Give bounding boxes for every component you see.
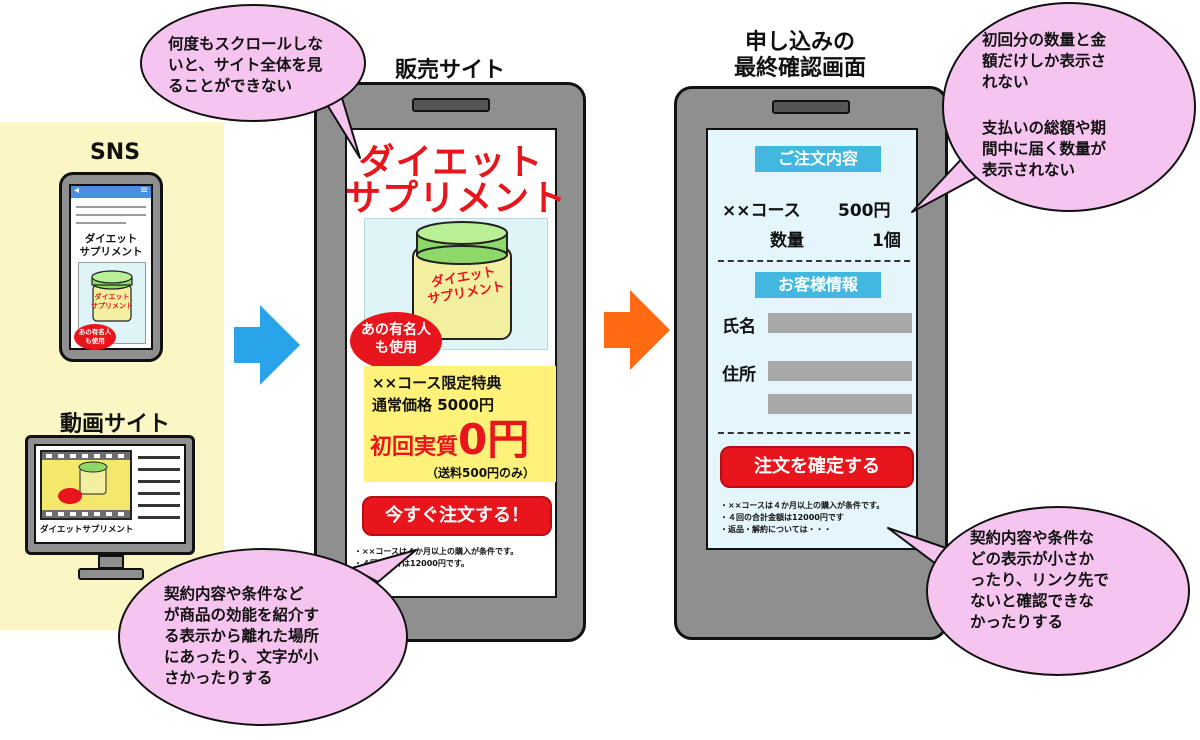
shop-note-2: ・４回の合計は12000円です。 <box>354 559 470 568</box>
text-line <box>76 222 126 224</box>
order-details-heading: ご注文内容 <box>755 146 881 172</box>
order-now-button[interactable]: 今すぐ注文する！ <box>362 496 552 536</box>
callout-amount <box>942 2 1196 212</box>
sns-title: SNS <box>89 140 141 165</box>
course-price: 500円 <box>838 201 891 221</box>
address-field-1[interactable] <box>768 361 912 381</box>
callout-scroll-text: 何度もスクロールしな いと、サイト全体を見 ることができない <box>168 35 324 95</box>
monitor-stand <box>78 568 144 580</box>
promo-price-zero: 0円 <box>458 415 530 464</box>
text-line <box>76 214 146 216</box>
promo-line-2: 通常価格 5000円 <box>372 396 494 414</box>
film-strip-icon <box>42 452 130 518</box>
sns-product-name: ダイエット サプリメント <box>79 233 143 258</box>
address-label: 住所 <box>722 365 756 385</box>
celebrity-badge: あの有名人 も使用 <box>350 312 442 370</box>
address-field-2[interactable] <box>768 394 912 414</box>
callout-amount-text: 初回分の数量と金 額だけしか表示さ れない <box>982 31 1107 91</box>
menu-icon: ≡ <box>140 185 149 196</box>
confirm-note-3: ・返品・解約については・・・ <box>720 525 832 534</box>
phone-speaker <box>412 98 490 112</box>
text-line <box>76 206 146 208</box>
promo-box <box>364 366 556 482</box>
confirm-note-2: ・４回の合計金額は12000円です <box>720 513 844 522</box>
supplement-jar-icon: ダイエット サプリメント <box>91 270 133 322</box>
shop-headline-1: ダイエット <box>358 142 544 183</box>
arrow-right-icon <box>234 305 300 385</box>
name-field[interactable] <box>768 313 912 333</box>
name-label: 氏名 <box>722 317 756 337</box>
video-sidebar-list <box>138 456 180 528</box>
callout-terms-confirm <box>926 506 1190 676</box>
confirm-title-1: 申し込みの <box>744 30 855 55</box>
callout-terms-shop <box>118 548 408 726</box>
supplement-jar-icon <box>412 221 512 340</box>
callout-terms-shop-text: 契約内容や条件など が商品の効能を紹介す る表示から離れた場所 にあったり、文字… <box>164 585 320 687</box>
video-player[interactable] <box>40 450 132 520</box>
confirm-title-2: 最終確認画面 <box>733 56 866 81</box>
promo-shipping: （送料500円のみ） <box>426 466 536 480</box>
sns-celebrity-badge: あの有名人 も使用 <box>74 324 116 350</box>
promo-price: 初回実質0円 <box>370 419 529 461</box>
promo-price-prefix: 初回実質 <box>370 435 459 460</box>
shop-title: 販売サイト <box>394 58 505 83</box>
quantity-value: 1個 <box>872 231 901 251</box>
promo-line-1: ××コース限定特典 <box>372 374 502 392</box>
callout-scroll <box>140 4 366 122</box>
confirm-note-1: ・××コースは４か月以上の購入が条件です。 <box>720 501 885 510</box>
svg-text:ダイエット: ダイエット <box>95 292 130 301</box>
back-icon: ◂ <box>74 185 80 196</box>
callout-total-text: 支払いの総額や期 間中に届く数量が 表示されない <box>982 119 1107 179</box>
shop-headline-2: サプリメント <box>345 178 568 219</box>
divider <box>718 432 910 434</box>
confirm-order-button[interactable]: 注文を確定する <box>720 446 914 488</box>
phone-speaker <box>772 100 850 114</box>
course-label: ××コース <box>722 201 801 221</box>
sns-header-bar <box>71 186 151 198</box>
quantity-label: 数量 <box>770 231 804 251</box>
video-title: 動画サイト <box>59 412 170 437</box>
svg-text:サプリメント: サプリメント <box>91 301 133 310</box>
customer-info-heading: お客様情報 <box>755 272 881 298</box>
arrow-right-icon <box>604 290 670 370</box>
shop-note-1: ・××コースは４か月以上の購入が条件です。 <box>354 547 519 556</box>
divider <box>718 260 910 262</box>
video-caption: ダイエットサプリメント <box>40 525 134 535</box>
callout-terms-confirm-text: 契約内容や条件な どの表示が小さか ったり、リンク先で ないと確認できな かった… <box>970 529 1109 631</box>
